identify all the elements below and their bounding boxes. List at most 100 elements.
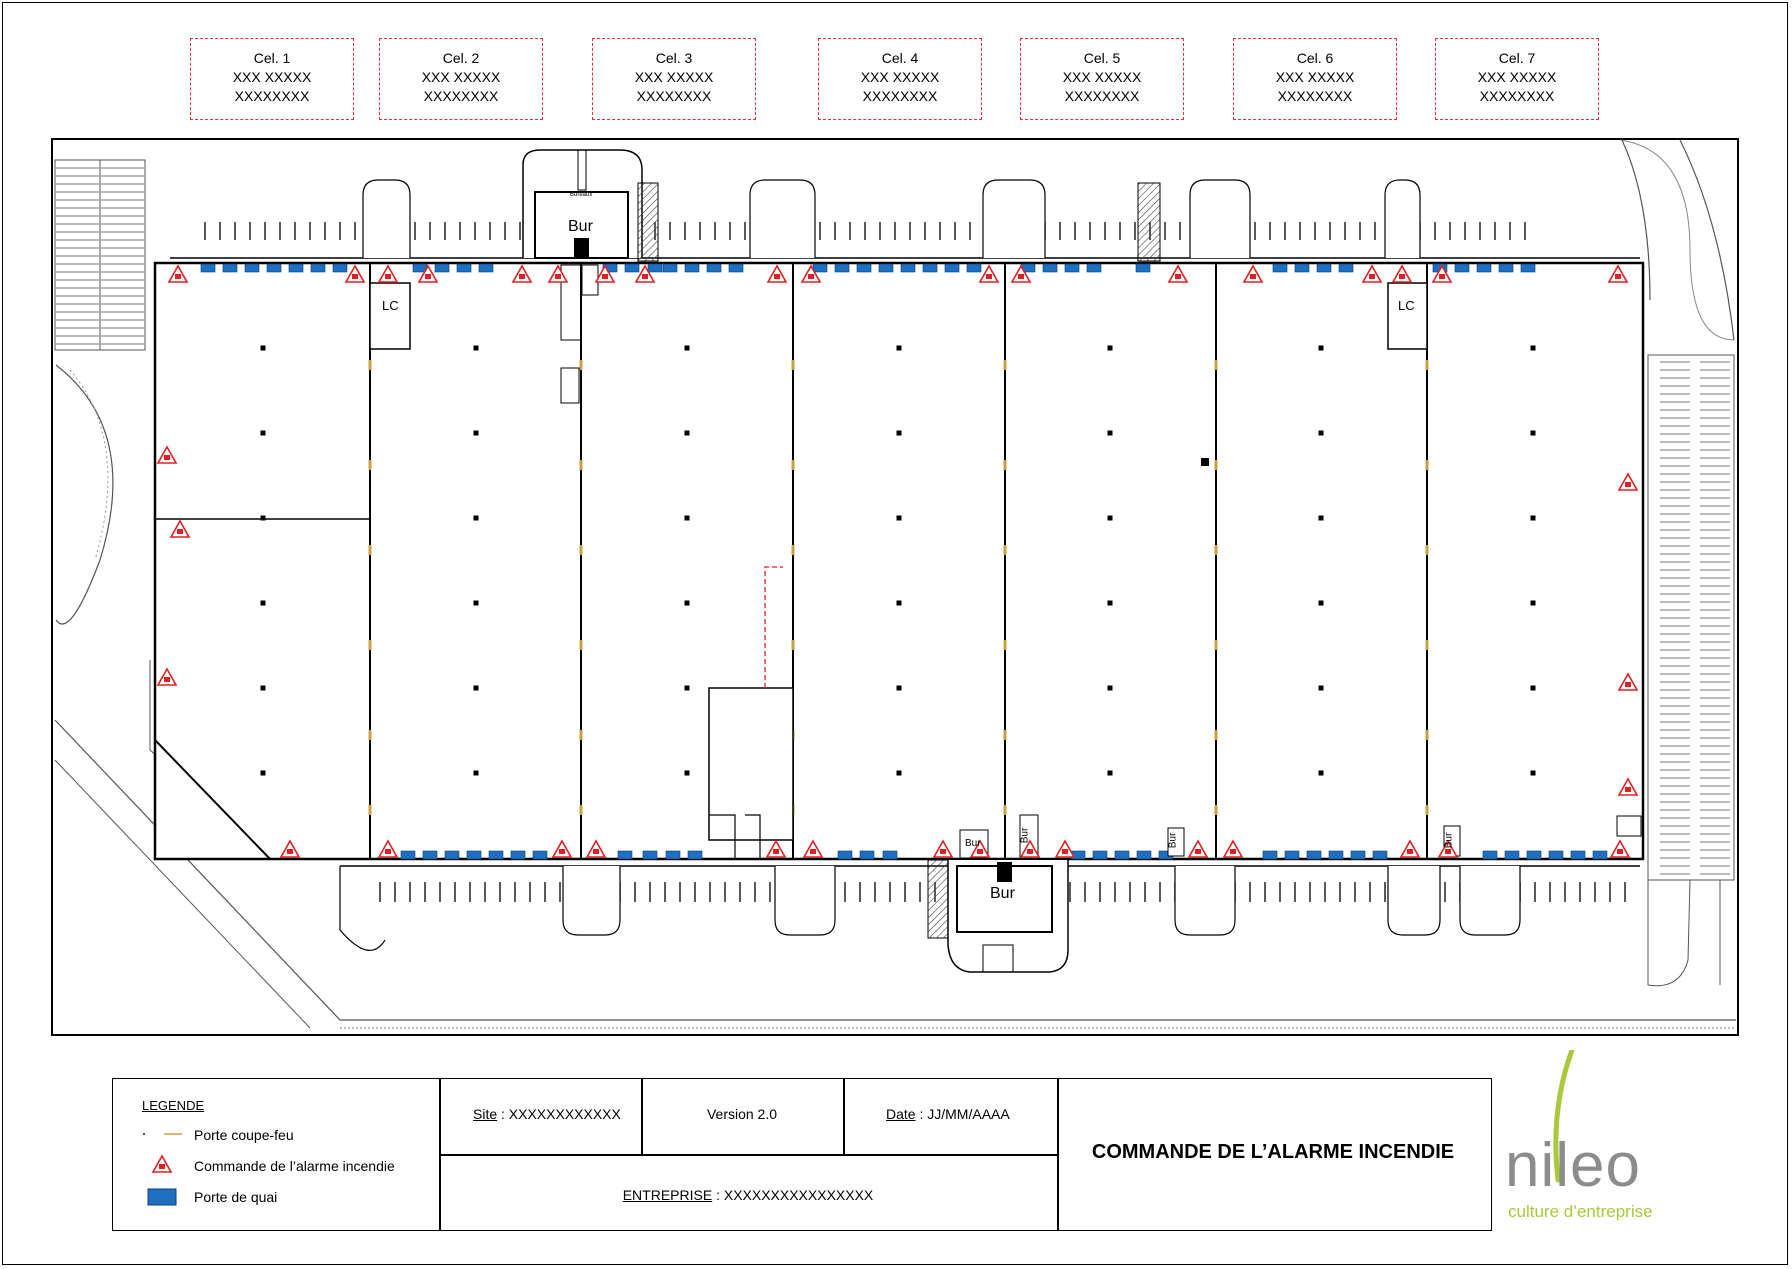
dock-door	[1136, 850, 1152, 860]
fire-door	[368, 545, 372, 555]
fire-alarm-trigger-icon	[1431, 264, 1453, 283]
column	[684, 685, 690, 691]
column	[1530, 430, 1536, 436]
office-small-label-1: Bur	[965, 838, 981, 849]
fire-alarm-trigger-icon	[377, 839, 399, 858]
office-top-label: Bur	[568, 218, 593, 235]
lc-room-left	[369, 282, 411, 350]
fire-door	[1425, 545, 1429, 555]
fire-alarm-trigger-icon	[1167, 264, 1189, 283]
fire-alarm-trigger-icon	[594, 264, 616, 283]
dock-door	[1135, 263, 1151, 273]
dock-door	[1262, 850, 1278, 860]
fire-door	[1214, 460, 1218, 470]
fire-door	[1425, 805, 1429, 815]
fire-alarm-trigger-icon	[1617, 672, 1639, 691]
company-field: ENTREPRISE : XXXXXXXXXXXXXXXX	[622, 1187, 874, 1203]
fire-alarm-trigger-icon	[151, 1154, 173, 1173]
fire-alarm-trigger-icon	[1609, 839, 1631, 858]
fire-door	[1214, 640, 1218, 650]
dock-door	[837, 850, 853, 860]
legend-label-dock: Porte de quai	[194, 1189, 278, 1205]
legend-title: LEGENDE	[142, 1098, 205, 1113]
dock-door	[1272, 263, 1288, 273]
column	[473, 770, 479, 776]
dock-door	[878, 263, 894, 273]
fire-alarm-trigger-icon	[969, 839, 991, 858]
parking-top-left	[54, 159, 146, 351]
fire-alarm-trigger-icon	[1054, 839, 1076, 858]
warehouse-outline	[153, 261, 1645, 861]
dock-door	[422, 850, 438, 860]
logo-tagline: culture d’entreprise	[1508, 1202, 1653, 1221]
dock-door	[1350, 850, 1366, 860]
fire-door	[368, 460, 372, 470]
fire-alarm-trigger-icon	[377, 264, 399, 283]
column	[1530, 515, 1536, 521]
dock-door	[1294, 263, 1310, 273]
dock-bay	[1387, 866, 1441, 936]
dock-door	[1372, 850, 1388, 860]
fire-alarm-trigger-icon	[1617, 777, 1639, 796]
dock-door	[944, 263, 960, 273]
dock-door	[1548, 850, 1564, 860]
column	[1318, 515, 1324, 521]
dock-door	[466, 850, 482, 860]
fire-alarm-trigger-icon	[167, 264, 189, 283]
column	[1530, 345, 1536, 351]
dock-door	[1316, 263, 1332, 273]
dock-door	[1592, 850, 1608, 860]
dock-door	[444, 850, 460, 860]
fire-alarm-trigger-icon	[417, 264, 439, 283]
column	[684, 600, 690, 606]
dock-bay	[1174, 866, 1236, 936]
column	[896, 345, 902, 351]
dock-door	[510, 850, 526, 860]
lc-room-right	[1387, 282, 1428, 350]
logo-leaf-icon	[1553, 1050, 1575, 1183]
fire-door	[1425, 730, 1429, 740]
column	[260, 600, 266, 606]
dock-door	[856, 263, 872, 273]
fire-alarm-trigger-icon	[1010, 264, 1032, 283]
fire-door	[1425, 460, 1429, 470]
fire-door	[1425, 640, 1429, 650]
lc-label-right: LC	[1398, 298, 1415, 313]
plan-title: COMMANDE DE L’ALARME INCENDIE	[1091, 1141, 1455, 1163]
fire-alarm-trigger-icon	[169, 519, 191, 538]
dock-bay	[362, 179, 411, 258]
dock-bay	[1189, 179, 1251, 258]
fire-door	[368, 805, 372, 815]
dock-door	[859, 850, 875, 860]
fire-alarm-triggers	[156, 264, 1639, 858]
fire-door	[579, 730, 583, 740]
column	[1318, 345, 1324, 351]
logo-wordmark: nileo	[1505, 1131, 1641, 1200]
dock-door	[1064, 263, 1080, 273]
office-small-label-2: Bur	[1019, 827, 1031, 844]
fire-alarm-trigger-icon	[1187, 839, 1209, 858]
column	[896, 600, 902, 606]
fire-door	[368, 360, 372, 370]
fire-alarm-trigger-icon	[511, 264, 533, 283]
dock-bay	[1384, 179, 1421, 258]
office-top-sublabel: Bureaux	[570, 192, 593, 198]
dock-door	[882, 850, 898, 860]
parking-right	[1647, 354, 1735, 881]
title-block	[112, 1078, 1492, 1231]
column	[1107, 430, 1113, 436]
fire-alarm-trigger-icon	[802, 839, 824, 858]
fire-door	[579, 460, 583, 470]
dock-door	[624, 263, 640, 273]
column	[1318, 600, 1324, 606]
column	[1318, 685, 1324, 691]
loading-dock-door-icon	[147, 1188, 177, 1206]
column	[684, 430, 690, 436]
dock-door	[642, 850, 658, 860]
column	[1107, 600, 1113, 606]
fire-door	[1214, 730, 1218, 740]
fire-alarm-trigger-icon	[547, 264, 569, 283]
